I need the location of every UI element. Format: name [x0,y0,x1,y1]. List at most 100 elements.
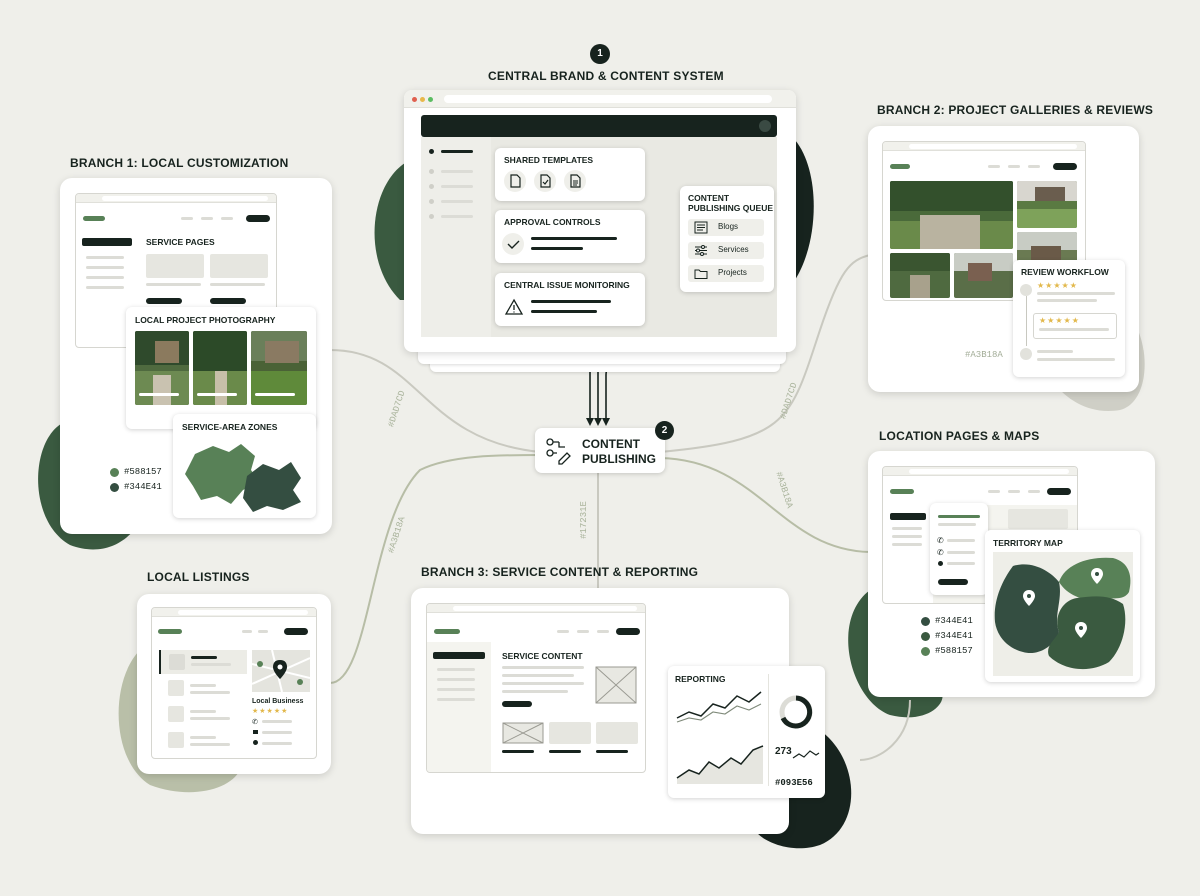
sidebar-item[interactable] [892,535,922,538]
sidebar-item[interactable] [441,200,473,203]
publishing-queue-panel[interactable]: CONTENT PUBLISHING QUEUE Blogs Services … [680,186,774,292]
avatar[interactable] [759,120,771,132]
listing-thumb[interactable] [168,732,184,748]
nav-link[interactable] [201,217,213,220]
nav-link[interactable] [1008,165,1020,168]
project-photo[interactable] [193,331,247,405]
sidebar-item[interactable] [86,266,124,269]
area-chart-icon [676,745,764,784]
shared-templates-panel[interactable]: SHARED TEMPLATES [495,148,645,201]
directions-button[interactable] [938,579,968,585]
listing-text-line [190,684,216,687]
image-placeholder-icon [502,722,544,744]
logo [890,489,914,494]
territory-map[interactable] [993,552,1133,676]
sidebar-item[interactable] [892,543,922,546]
nav-link[interactable] [597,630,609,633]
address-bar[interactable] [453,606,637,611]
logo [434,629,460,634]
address-bar[interactable] [909,469,1069,474]
address-bar[interactable] [102,196,268,201]
reporting-panel: REPORTING 273 #093E56 [668,666,825,798]
browser-chrome [883,142,1085,151]
sidebar-item[interactable] [892,527,922,530]
sidebar-item[interactable] [437,668,475,671]
maximize-dot[interactable] [428,97,433,102]
nav-link[interactable] [1028,165,1040,168]
text-document-icon [564,170,586,192]
cta-button[interactable] [1053,163,1077,170]
service-area-panel: SERVICE-AREA ZONES [173,414,316,518]
nav-link[interactable] [242,630,252,633]
sidebar-item[interactable] [441,215,473,218]
cta-button[interactable] [616,628,640,635]
sidebar-active-item[interactable] [433,652,485,659]
service-area-zones-map[interactable] [183,434,311,514]
sidebar-active-item[interactable] [82,238,132,246]
queue-item-blogs[interactable]: Blogs [688,219,764,236]
queue-item-services[interactable]: Services [688,242,764,259]
business-stars: ★★★★★ [252,708,289,715]
nav-link[interactable] [988,165,1000,168]
text-line [947,539,975,542]
queue-item-projects[interactable]: Projects [688,265,764,282]
gallery-photo[interactable] [1017,181,1077,228]
issue-monitoring-panel[interactable]: CENTRAL ISSUE MONITORING [495,273,645,326]
content-thumb[interactable] [596,722,638,744]
nav-link[interactable] [988,490,1000,493]
gallery-photo[interactable] [954,253,1013,298]
nav-link[interactable] [181,217,193,220]
folder-icon [694,269,708,279]
service-button[interactable] [210,298,246,304]
content-thumb[interactable] [549,722,591,744]
cta-button[interactable] [246,215,270,222]
review-workflow-panel: REVIEW WORKFLOW ★★★★★ ★★★★★ [1013,260,1125,377]
text-line [502,674,574,677]
read-more-button[interactable] [502,701,532,707]
branch3-card: SERVICE CONTENT [411,588,789,834]
approval-progress [531,237,617,240]
nav-link[interactable] [577,630,589,633]
nav-link[interactable] [221,217,233,220]
sidebar-item[interactable] [86,276,124,279]
sidebar-item[interactable] [437,688,475,691]
nav-link[interactable] [557,630,569,633]
address-bar[interactable] [444,95,772,103]
cta-button[interactable] [1047,488,1071,495]
sidebar-item[interactable] [437,698,475,701]
connector-label-center-bottom: #17231E [578,501,589,539]
project-photo[interactable] [251,331,307,405]
sidebar-item[interactable] [441,185,473,188]
sidebar-item[interactable] [437,678,475,681]
approval-controls-panel[interactable]: APPROVAL CONTROLS [495,210,645,263]
content-publishing-hub[interactable]: CONTENT PUBLISHING [535,428,665,473]
local-photography-panel: LOCAL PROJECT PHOTOGRAPHY [126,307,316,429]
close-dot[interactable] [412,97,417,102]
cta-button[interactable] [284,628,308,635]
gallery-photo[interactable] [890,253,950,298]
service-card-image [146,254,204,278]
address-bar[interactable] [909,144,1077,149]
sidebar-item[interactable] [86,286,124,289]
listing-map[interactable] [252,650,310,692]
project-photo[interactable] [135,331,189,405]
listing-thumb[interactable] [168,680,184,696]
sidebar-item[interactable] [86,256,124,259]
service-button[interactable] [146,298,182,304]
listing-text-line [190,710,216,713]
sidebar-active-item[interactable] [890,513,926,520]
nav-link[interactable] [258,630,268,633]
listing-thumb[interactable] [168,706,184,722]
sidebar-item[interactable] [441,170,473,173]
review-item-highlighted[interactable]: ★★★★★ [1033,313,1117,339]
minimize-dot[interactable] [420,97,425,102]
listing-row-active[interactable] [159,650,247,674]
text-line [947,562,975,565]
nav-link[interactable] [1028,490,1040,493]
address-bar[interactable] [178,610,308,615]
nav-link[interactable] [1008,490,1020,493]
branch2-title: BRANCH 2: PROJECT GALLERIES & REVIEWS [877,103,1154,117]
review-workflow-title: REVIEW WORKFLOW [1021,267,1109,277]
gallery-photo-main[interactable] [890,181,1013,249]
sidebar-item-active[interactable] [441,150,473,153]
